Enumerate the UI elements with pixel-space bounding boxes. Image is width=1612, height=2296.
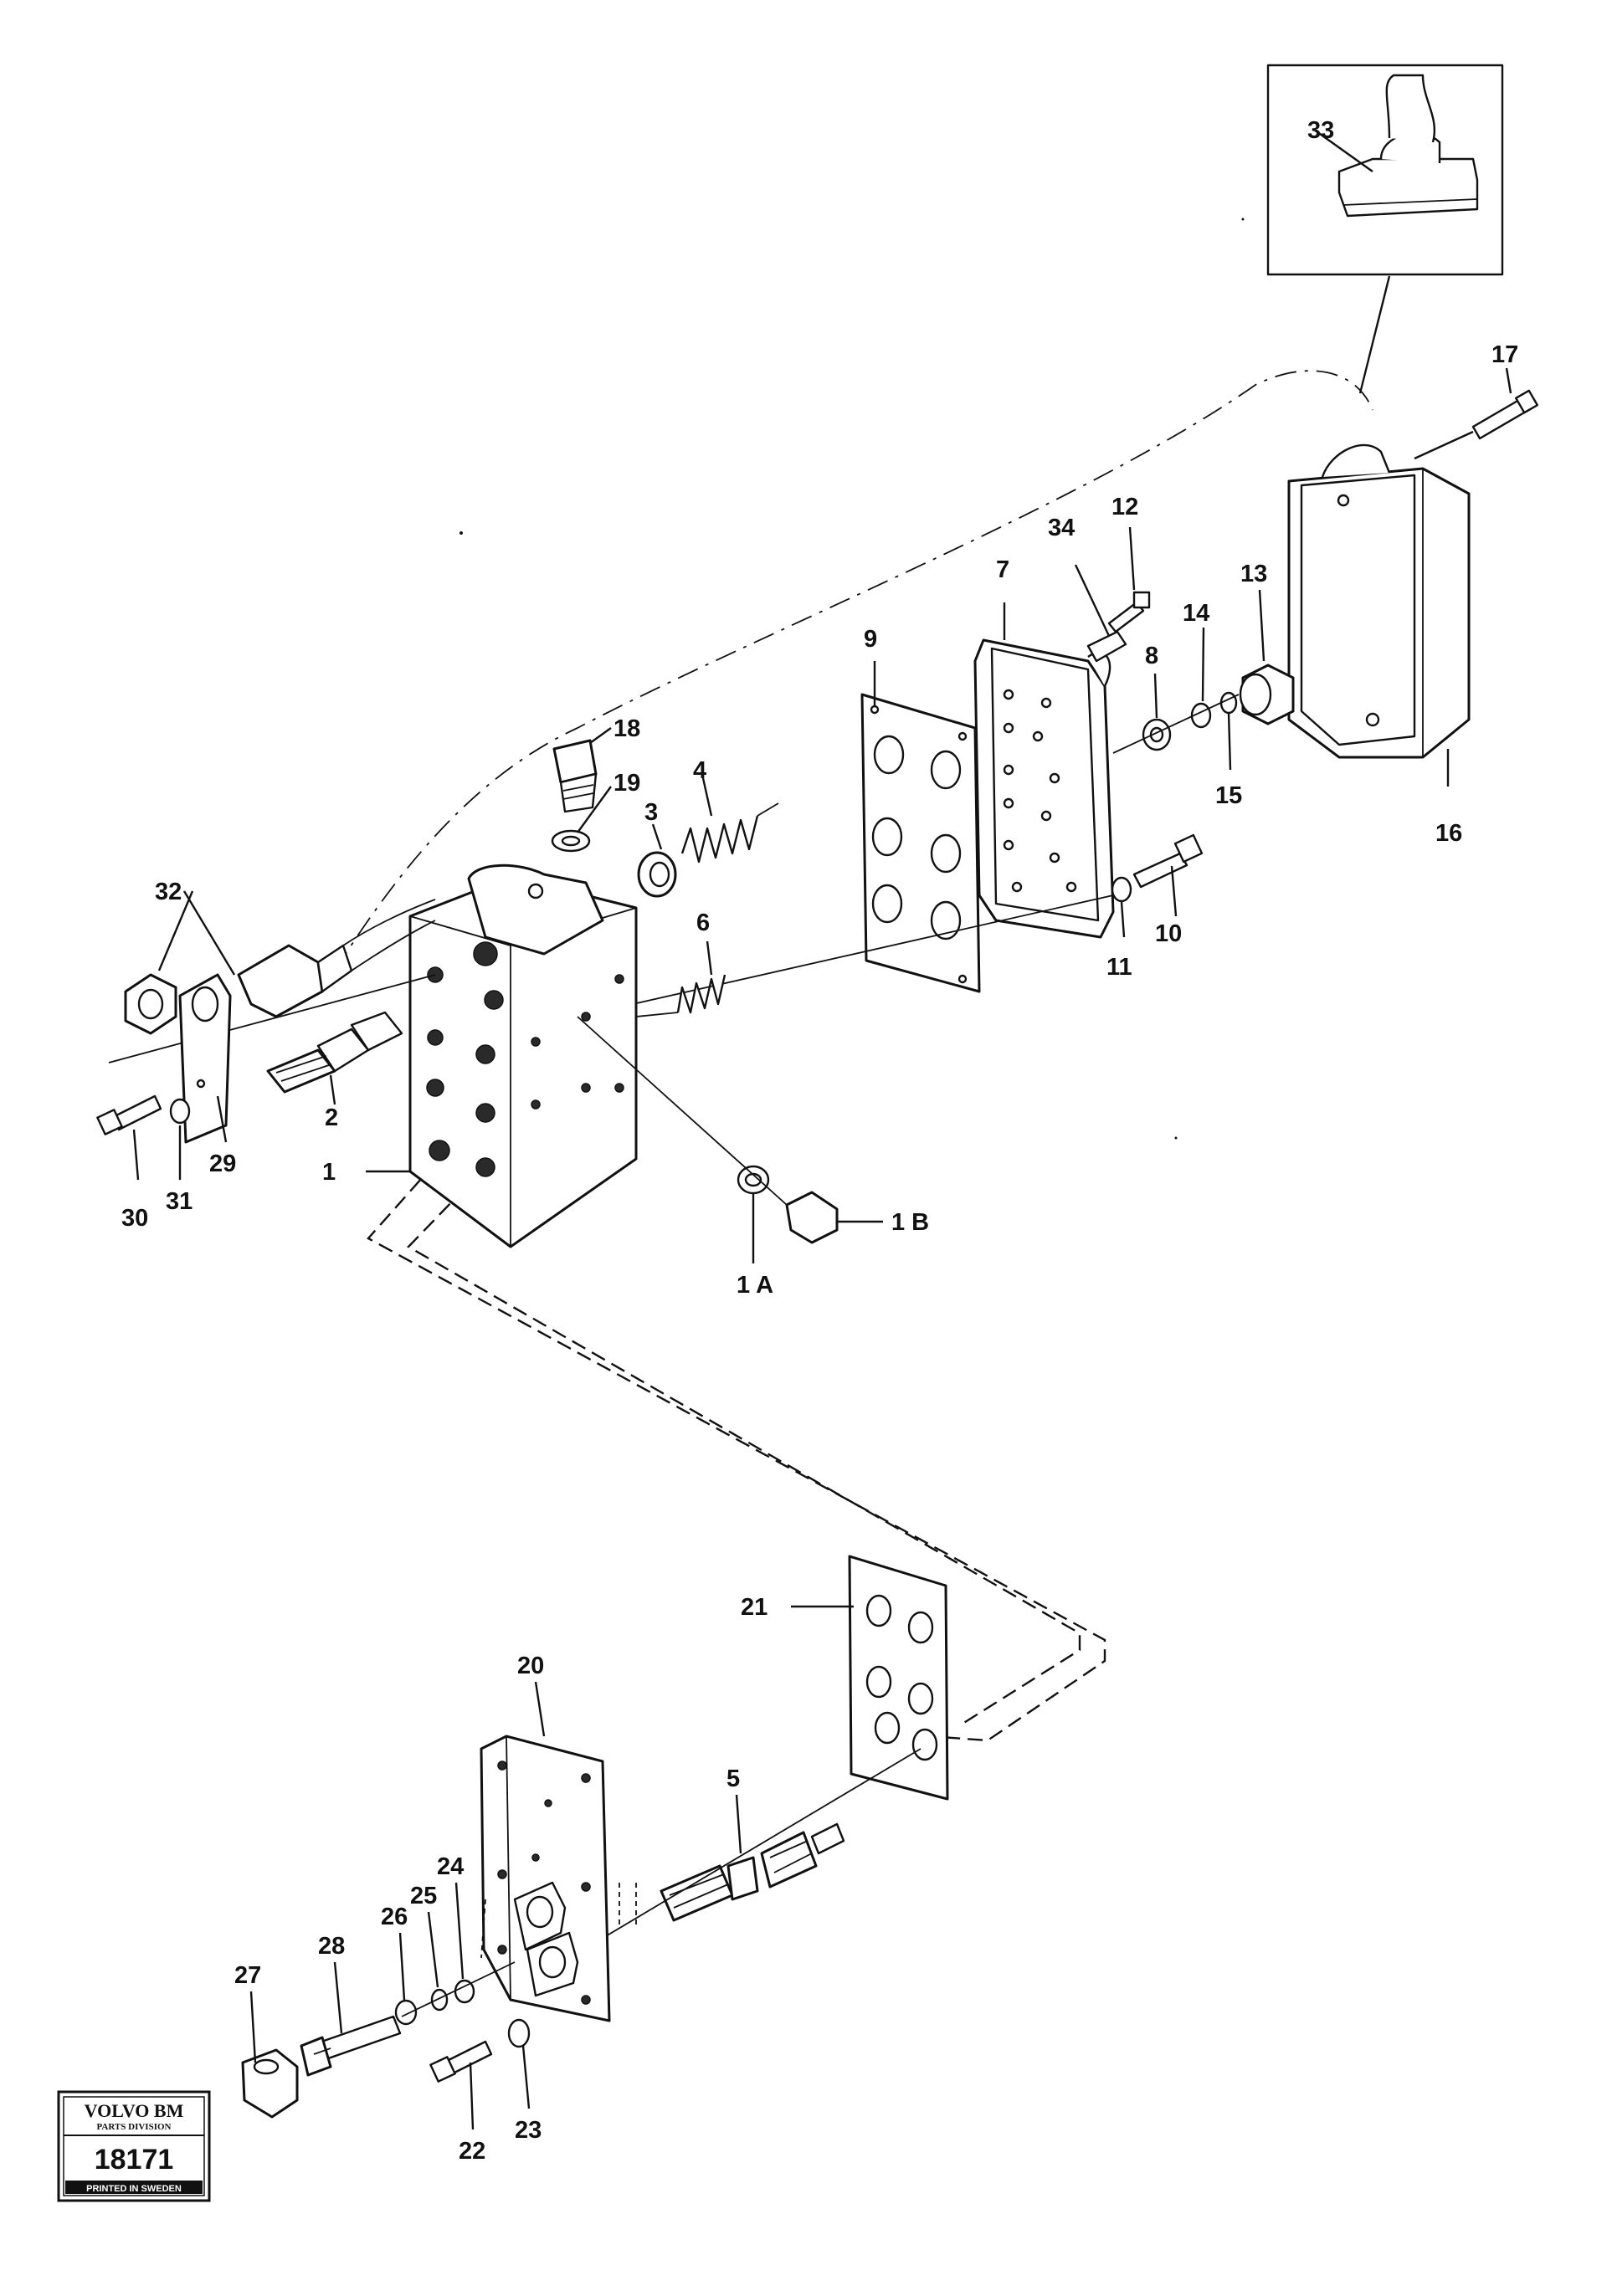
callout-2: 2: [325, 1104, 338, 1131]
axis-line-1-1b: [577, 1016, 788, 1206]
cable-route-line: [334, 370, 1373, 971]
gasket-plate-21: [791, 1555, 949, 1801]
callout-14: 14: [1183, 600, 1209, 627]
callout-18: 18: [613, 715, 640, 742]
ring-1a: [737, 1165, 770, 1263]
washer-23: [507, 2018, 531, 2109]
plug-1b: [785, 1191, 883, 1244]
bolt-17: [1414, 367, 1538, 460]
callout-21: 21: [741, 1594, 767, 1621]
callout-25: 25: [410, 1883, 437, 1909]
callout-13: 13: [1240, 561, 1267, 587]
callout-1b: 1 B: [891, 1209, 929, 1236]
callout-7: 7: [996, 556, 1009, 583]
axis-line-7-13: [1112, 694, 1240, 754]
callout-29: 29: [209, 1151, 236, 1177]
callout-12: 12: [1111, 494, 1138, 520]
callout-16: 16: [1435, 820, 1462, 847]
ring-3: [637, 823, 677, 898]
plug-32: [157, 890, 436, 1018]
spring-4: [680, 777, 779, 864]
axis-line-32-1: [108, 974, 436, 1063]
stamp-printed: PRINTED IN SWEDEN: [86, 2184, 182, 2194]
bolt-10: [1132, 833, 1204, 917]
callout-20: 20: [517, 1653, 544, 1679]
nut-32: [124, 973, 177, 1035]
callout-4: 4: [693, 757, 706, 784]
callout-9: 9: [864, 626, 877, 653]
callout-6: 6: [696, 910, 710, 936]
screw-12: [1107, 526, 1151, 633]
callout-34: 34: [1048, 515, 1075, 541]
seal-19: [551, 786, 612, 853]
callout-22: 22: [459, 2138, 485, 2165]
stamp-number: 18171: [95, 2144, 174, 2176]
callout-11: 11: [1106, 954, 1132, 981]
bolt-22: [429, 2040, 493, 2130]
spring-6: [635, 940, 726, 1017]
callout-32: 32: [155, 879, 182, 905]
callout-28: 28: [318, 1933, 345, 1960]
bolt-30: [96, 1094, 162, 1181]
callout-3: 3: [644, 799, 658, 826]
sensor-18: [552, 727, 612, 813]
ring-25: [427, 1911, 449, 2012]
dashed-connection-lines: [367, 1162, 1106, 1742]
callout-19: 19: [613, 770, 640, 797]
housing-plate-20: [480, 1681, 637, 2022]
callout-33: 33: [1307, 117, 1334, 144]
pin-28: [300, 1961, 402, 2077]
callout-1: 1: [322, 1159, 336, 1186]
callout-23: 23: [515, 2117, 542, 2144]
stray-mark: [1174, 1136, 1178, 1140]
stray-mark: [1241, 218, 1245, 221]
washer-26: [394, 1932, 418, 2026]
callout-31: 31: [166, 1188, 193, 1215]
axis-line-27-24: [401, 1961, 516, 2017]
clip-34: [1074, 564, 1127, 663]
callout-17: 17: [1491, 341, 1518, 368]
ring-24: [454, 1882, 475, 2004]
washer-8: [1142, 673, 1172, 751]
callout-26: 26: [381, 1904, 408, 1930]
callout-10: 10: [1155, 920, 1182, 947]
ring-15: [1219, 691, 1238, 771]
axis-line-20-21: [547, 1748, 922, 1971]
axis-line-1-10: [577, 894, 1114, 1017]
gasket-plate-9: [860, 661, 981, 993]
stray-mark: [459, 531, 463, 535]
stamp-division: PARTS DIVISION: [97, 2122, 172, 2132]
callout-8: 8: [1145, 643, 1158, 669]
spool-2: [266, 1011, 403, 1105]
plug-13: [1239, 589, 1295, 725]
washer-31: [169, 1098, 191, 1180]
callouts: 33 17 34 12 13 7 14 8 9 15 16 18 19 3 4 …: [121, 117, 1518, 2165]
cover-box: [1287, 443, 1471, 787]
valve-block-1: [366, 864, 638, 1248]
callout-1a: 1 A: [737, 1272, 773, 1299]
spool-5: [660, 1794, 845, 1922]
callout-15: 15: [1215, 782, 1242, 809]
plug-27: [241, 1991, 299, 2119]
washer-11: [1111, 876, 1132, 938]
connector-inset: [1266, 64, 1504, 394]
parts-stamp: VOLVO BM PARTS DIVISION 18171 PRINTED IN…: [57, 2090, 211, 2202]
callout-5: 5: [726, 1766, 740, 1792]
callout-30: 30: [121, 1205, 148, 1232]
plate-7: [973, 602, 1115, 939]
stamp-brand: VOLVO BM: [85, 2100, 184, 2121]
callout-27: 27: [234, 1962, 261, 1989]
callout-24: 24: [437, 1853, 464, 1880]
